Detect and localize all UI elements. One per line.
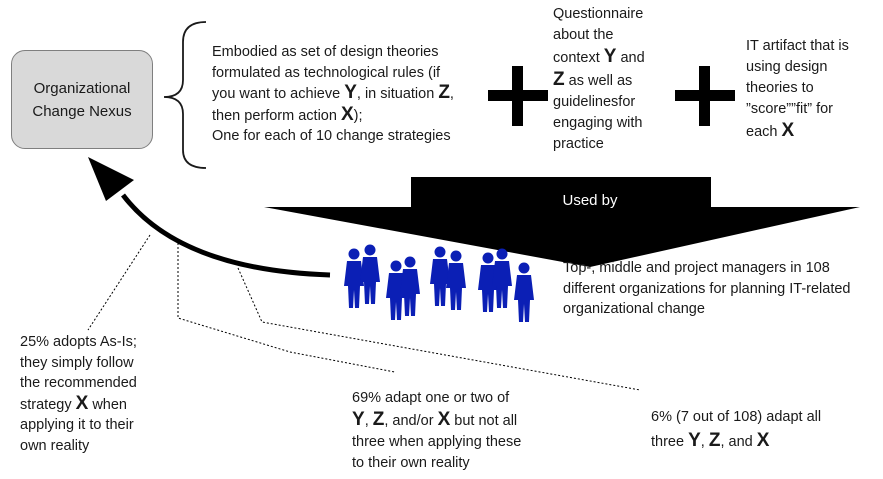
used-by-arrow: [264, 177, 860, 267]
leader-69: [177, 243, 396, 373]
curly-brace: [163, 21, 207, 169]
feedback-arrowhead: [88, 157, 134, 201]
managers-text: Top-, middle and project managers in 108…: [563, 260, 851, 317]
questionnaire-text: Questionnaire about the context Y and Z …: [553, 6, 645, 152]
plus-icon: [488, 66, 548, 126]
outcome-69-text: 69% adapt one or two of Y, Z, and/or X b…: [352, 390, 522, 471]
nexus-line-2: Change Nexus: [32, 102, 132, 120]
feedback-curve: [121, 193, 331, 278]
it-artifact-text: IT artifact that is using design theorie…: [746, 38, 849, 141]
people-group-icon: [344, 244, 534, 322]
plus-icon: [675, 66, 735, 126]
design-theories-text: Embodied as set of design theories formu…: [212, 44, 454, 144]
outcome-25-text: 25% adopts As-Is; they simply follow the…: [20, 334, 137, 454]
organizational-change-nexus-box: Organizational Change Nexus: [11, 50, 153, 149]
nexus-line-1: Organizational: [33, 79, 131, 97]
used-by-label: Used by: [562, 192, 618, 209]
outcome-6-text: 6% (7 out of 108) adapt all three Y, Z, …: [651, 409, 822, 451]
leader-25: [87, 234, 151, 331]
